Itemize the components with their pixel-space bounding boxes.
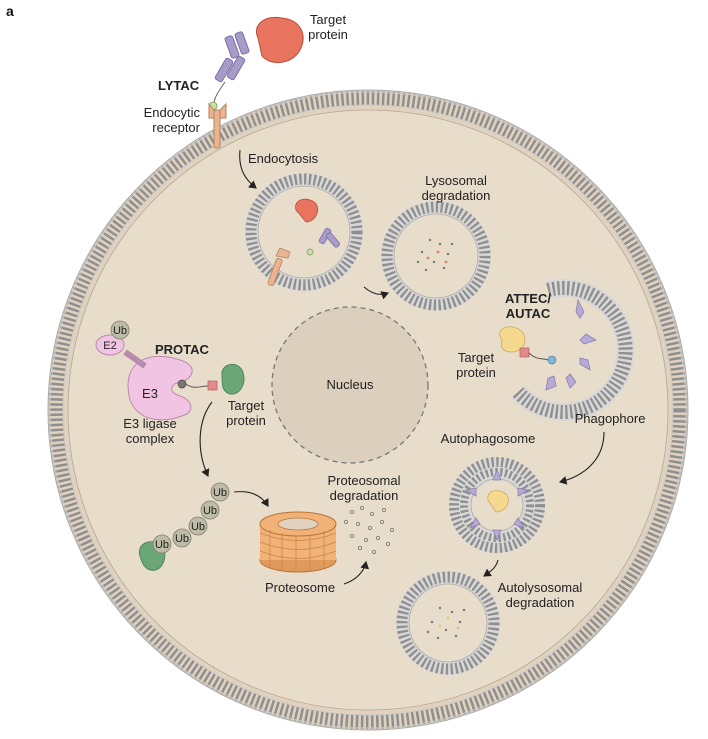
endosome-vesicle bbox=[245, 173, 363, 291]
nucleus: Nucleus bbox=[271, 306, 429, 464]
target-protein-right-line1: Target bbox=[458, 350, 495, 365]
autolysosome bbox=[396, 571, 500, 675]
endocytic-receptor-line1: Endocytic bbox=[144, 105, 201, 120]
autolysosomal-degradation-line1: Autolysosomal bbox=[498, 580, 583, 595]
attec-label-line2: AUTAC bbox=[506, 306, 551, 321]
lytac-molecule bbox=[208, 16, 304, 111]
e2-label: E2 bbox=[103, 340, 116, 352]
protac-label: PROTAC bbox=[155, 342, 210, 357]
ub-label-2: Ub bbox=[175, 533, 189, 545]
to-autophagosome-arrow bbox=[558, 431, 605, 485]
ub-label-1: Ub bbox=[155, 539, 169, 551]
ub-label-4: Ub bbox=[203, 505, 217, 517]
to-autolysosome-arrow bbox=[483, 559, 499, 577]
protac-molecule bbox=[177, 363, 245, 395]
lysosomal-degradation-line1: Lysosomal bbox=[425, 173, 487, 188]
e3-label: E3 bbox=[142, 386, 158, 401]
target-protein-left-line2: protein bbox=[226, 413, 266, 428]
nucleus-label: Nucleus bbox=[327, 377, 374, 392]
endocytic-receptor bbox=[208, 102, 227, 149]
autophagosome bbox=[449, 457, 545, 553]
attec-molecule bbox=[499, 326, 557, 365]
panel-letter: a bbox=[6, 3, 14, 19]
to-degradation-arrow bbox=[343, 560, 370, 585]
ub-label-e2: Ub bbox=[113, 325, 127, 337]
to-proteasome-arrow bbox=[233, 491, 269, 507]
endocytosis-arrow bbox=[239, 149, 257, 189]
lysosomal-degradation-line2: degradation bbox=[422, 188, 491, 203]
proteosomal-degradation-line1: Proteosomal bbox=[328, 473, 401, 488]
phagophore bbox=[511, 279, 635, 421]
attec-label-line1: ATTEC/ bbox=[505, 291, 551, 306]
autolysosomal-degradation-line2: degradation bbox=[506, 595, 575, 610]
lytac-label: LYTAC bbox=[158, 78, 200, 93]
e3-ligase-complex bbox=[95, 320, 193, 421]
to-lysosome-arrow bbox=[363, 286, 390, 300]
endocytosis-label: Endocytosis bbox=[248, 151, 319, 166]
plasma-membrane bbox=[49, 91, 687, 729]
endocytic-receptor-line2: receptor bbox=[152, 120, 200, 135]
ubiquitinated-target bbox=[138, 482, 230, 571]
autophagosome-label: Autophagosome bbox=[441, 431, 536, 446]
phagophore-label: Phagophore bbox=[575, 411, 646, 426]
peptide-fragments bbox=[343, 505, 394, 555]
e3-complex-line1: E3 ligase bbox=[123, 416, 176, 431]
e3-complex-line2: complex bbox=[126, 431, 175, 446]
lysosome bbox=[381, 201, 491, 311]
target-protein-top-line2: protein bbox=[308, 27, 348, 42]
proteosome-label: Proteosome bbox=[265, 580, 335, 595]
ub-label-5: Ub bbox=[213, 487, 227, 499]
target-protein-top-line1: Target bbox=[310, 12, 347, 27]
target-protein-right-line2: protein bbox=[456, 365, 496, 380]
proteasome bbox=[259, 511, 337, 573]
target-protein-left-line1: Target bbox=[228, 398, 265, 413]
ub-label-3: Ub bbox=[191, 521, 205, 533]
ubiquitination-arrow bbox=[199, 401, 213, 477]
proteosomal-degradation-line2: degradation bbox=[330, 488, 399, 503]
